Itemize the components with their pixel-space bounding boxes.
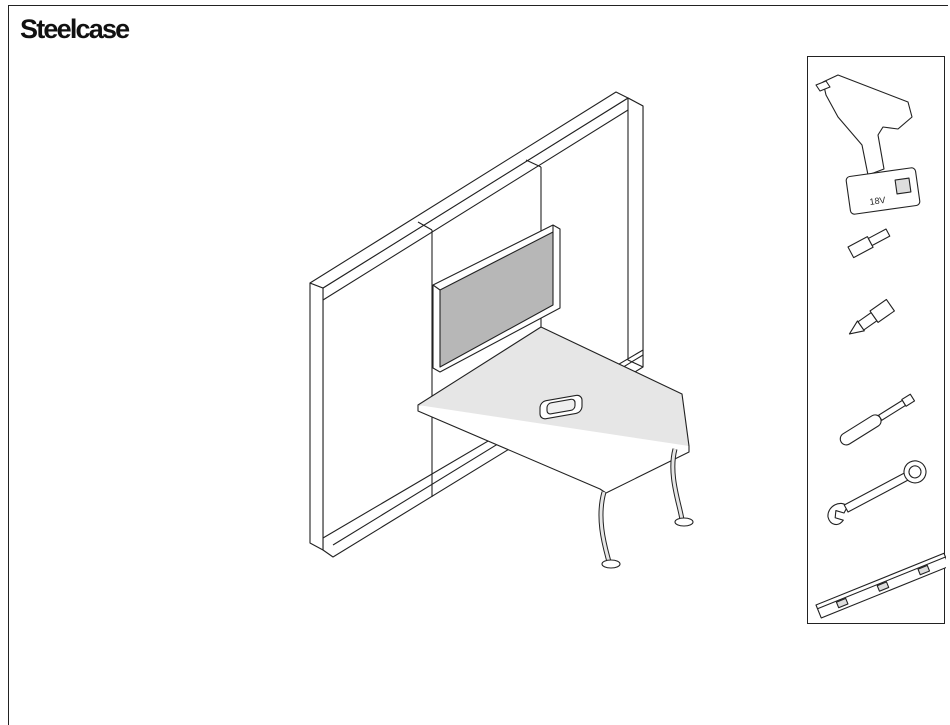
leg-foot-back — [675, 518, 693, 526]
nut-driver-icon — [838, 392, 916, 447]
assembly-illustration — [0, 0, 800, 721]
hex-bit-icon — [848, 227, 891, 257]
tools-panel: 18V — [807, 56, 945, 624]
wall-panel-end — [310, 283, 323, 550]
level-icon — [816, 553, 946, 618]
cordless-drill-icon — [816, 75, 920, 215]
leg-foot-front — [602, 560, 620, 568]
wall-panel-right-edge — [628, 98, 643, 367]
combination-wrench-icon — [823, 457, 930, 528]
phillips-bit-icon — [845, 300, 894, 340]
